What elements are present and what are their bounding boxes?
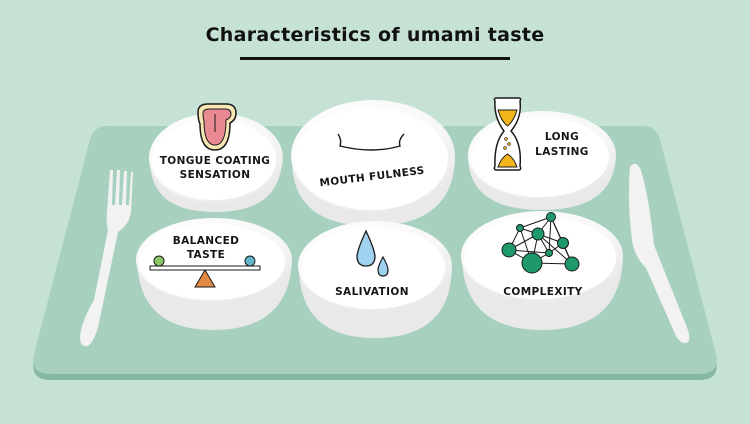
balance-scale-icon bbox=[149, 255, 261, 288]
title-underline bbox=[240, 57, 510, 60]
bowl-salivation: SALIVATION bbox=[298, 221, 452, 338]
water-drops-icon bbox=[356, 229, 389, 277]
bowl-label: TONGUE COATING bbox=[160, 155, 271, 167]
page-title: Characteristics of umami taste bbox=[205, 24, 545, 46]
hourglass-icon bbox=[493, 97, 522, 171]
knife-icon bbox=[628, 163, 690, 344]
bowl-label: SENSATION bbox=[180, 169, 251, 181]
bowl-label: TASTE bbox=[187, 249, 225, 261]
bowl-label: SALIVATION bbox=[335, 286, 409, 298]
bowl-complexity: COMPLEXITY bbox=[461, 211, 623, 330]
tongue-icon bbox=[197, 103, 237, 151]
bowl-label: LASTING bbox=[535, 146, 589, 158]
bowl-tongue-coating: TONGUE COATING SENSATION bbox=[149, 103, 283, 212]
bowl-label: LONG bbox=[545, 131, 579, 143]
network-icon bbox=[501, 212, 580, 274]
bowl-long-lasting: LONG LASTING bbox=[468, 97, 616, 210]
bowl-mouth-fulness: MOUTH FULNESS bbox=[291, 100, 455, 226]
bowl-label: BALANCED bbox=[173, 235, 240, 247]
mouth-icon bbox=[337, 133, 405, 151]
bowl-label: COMPLEXITY bbox=[503, 286, 582, 298]
fork-icon bbox=[80, 170, 133, 347]
bowl-balanced-taste: BALANCED TASTE bbox=[136, 218, 292, 330]
